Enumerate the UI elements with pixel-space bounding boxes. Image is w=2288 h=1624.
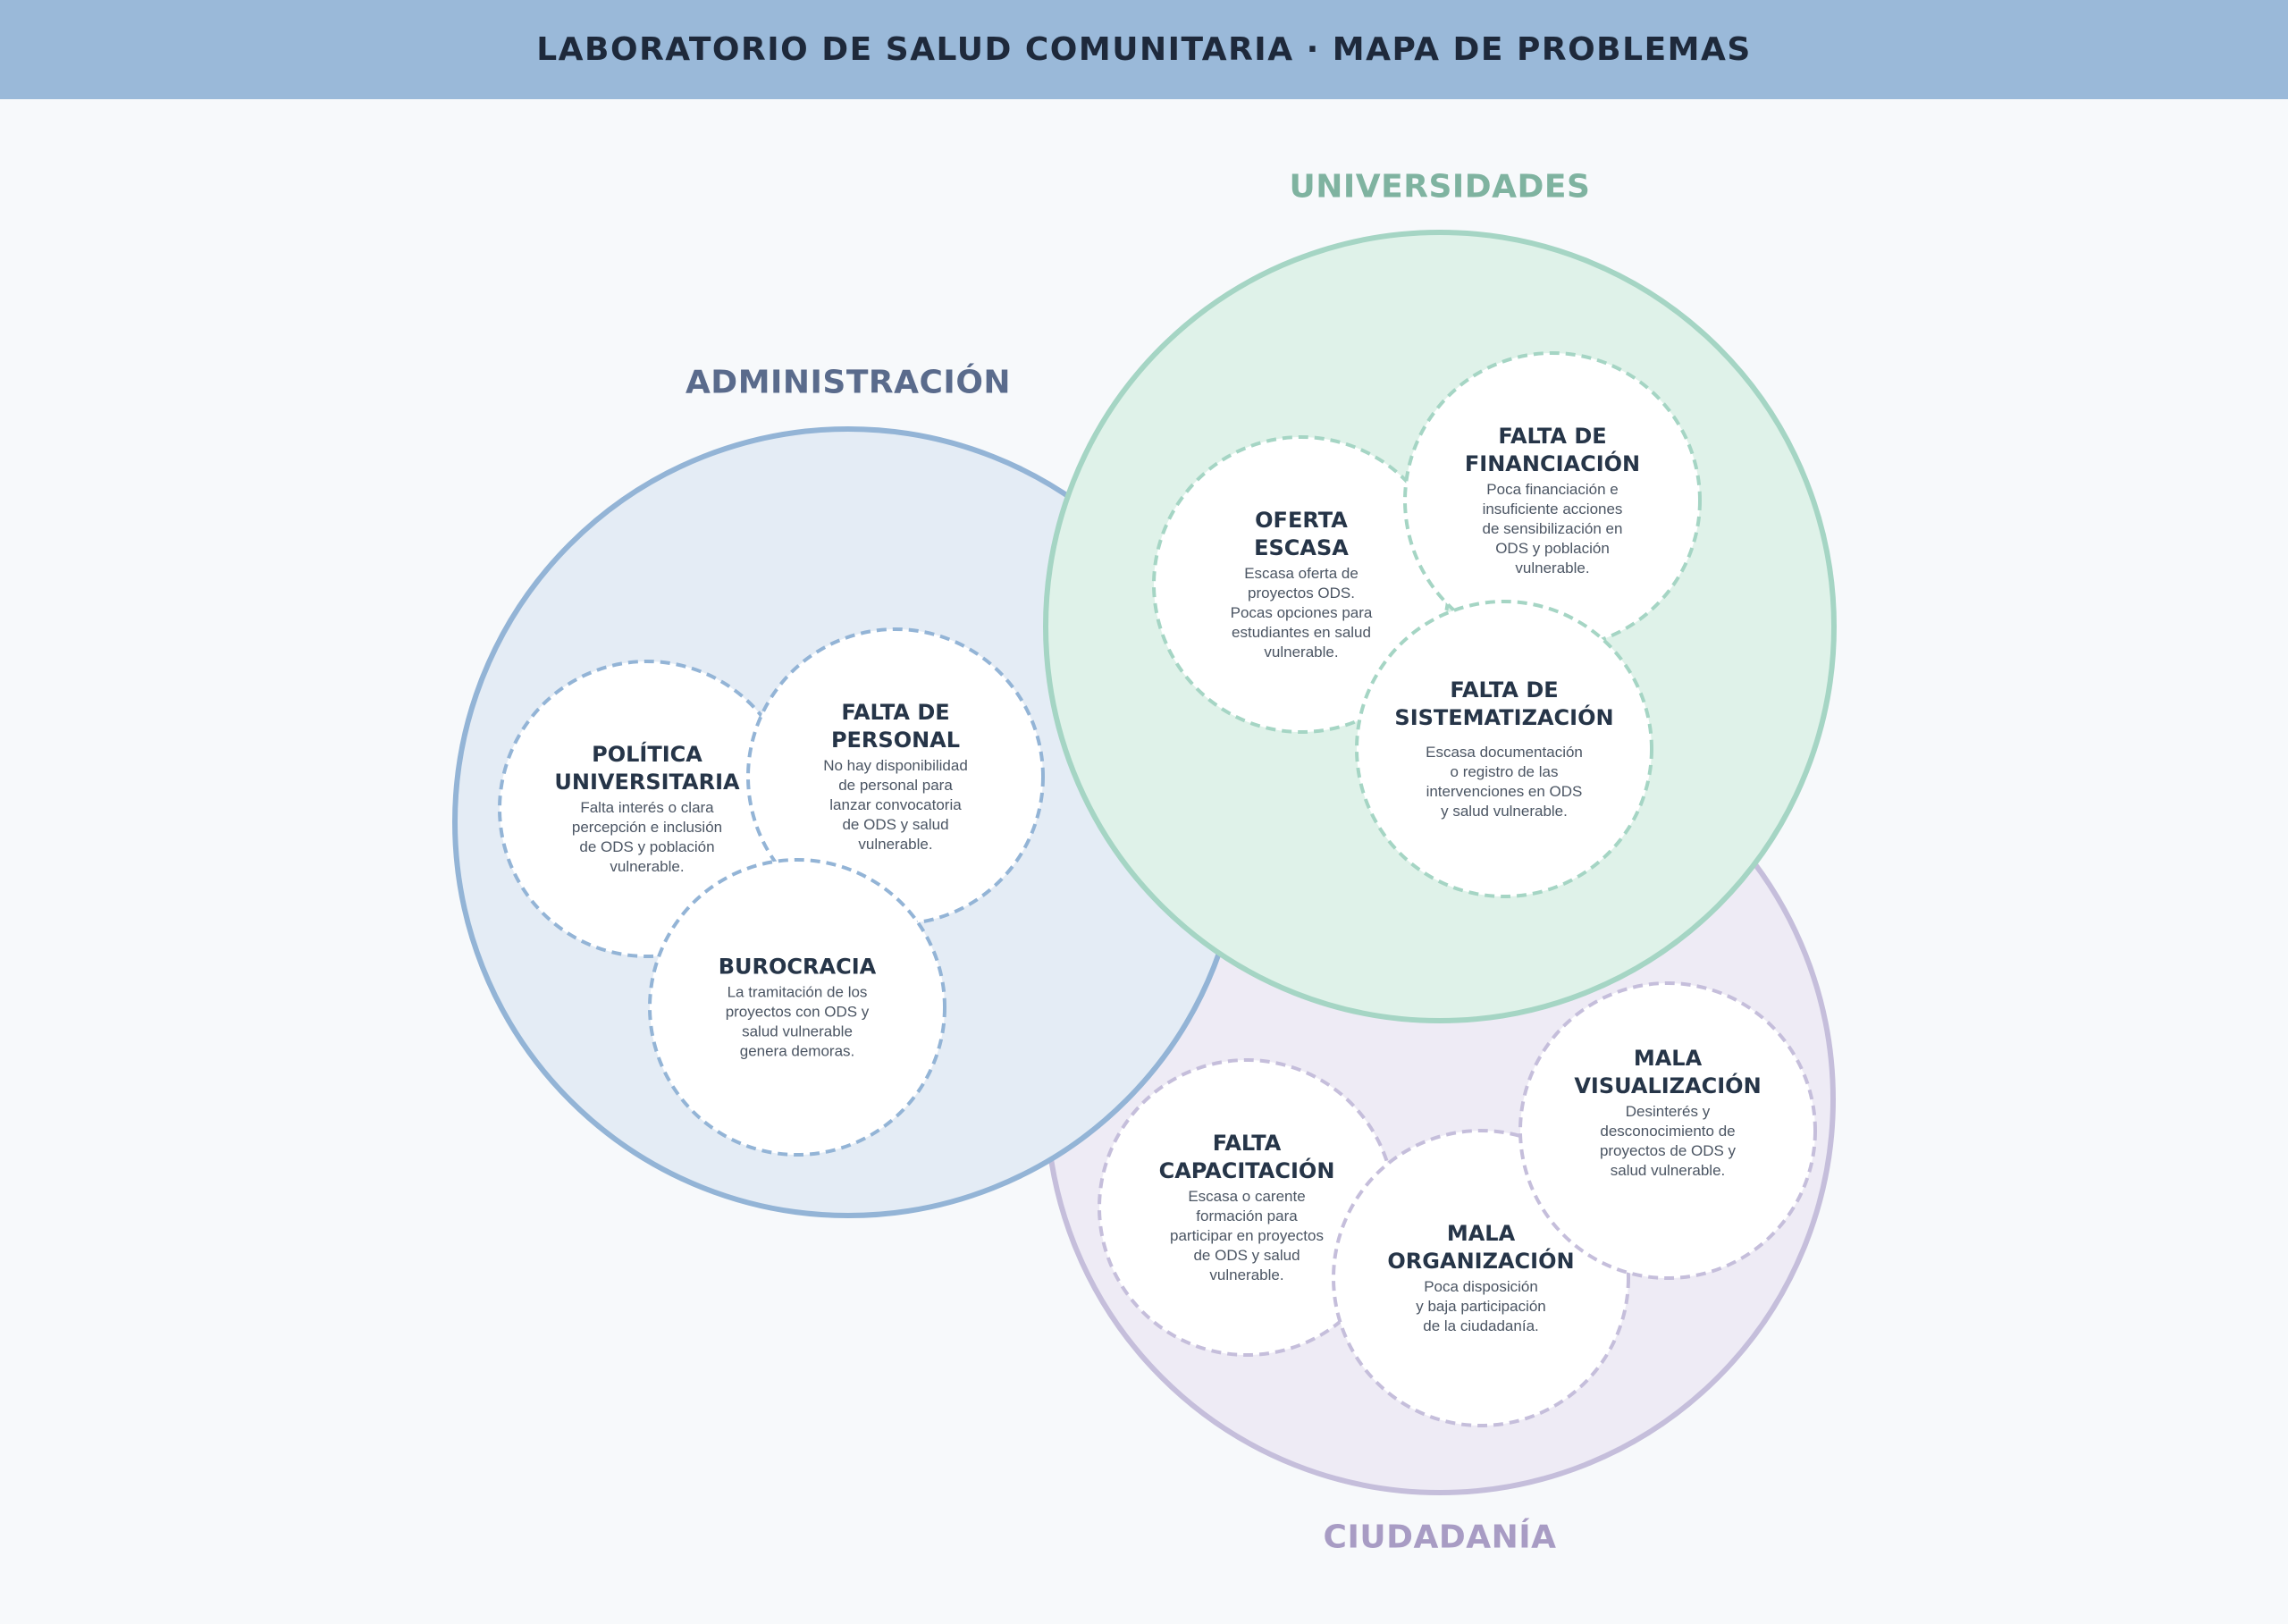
problem-circle (1518, 981, 1817, 1280)
group-label-ciudadania: CIUDADANÍA (1323, 1519, 1557, 1556)
problem-description: No hay disponibilidad de personal para l… (823, 757, 968, 853)
problem-title: MALA ORGANIZACIÓN (1387, 1221, 1575, 1274)
problem-circle (648, 858, 946, 1157)
problem-description: La tramitación de los proyectos con ODS … (725, 983, 870, 1060)
problem-description: Escasa documentación o registro de las i… (1426, 744, 1583, 820)
problem-circle (1355, 600, 1653, 898)
group-label-universidades: UNIVERSIDADES (1289, 168, 1591, 206)
problem-falta-de-sistematizacion: FALTA DE SISTEMATIZACIÓN Escasa document… (1384, 677, 1625, 821)
page-title: LABORATORIO DE SALUD COMUNITARIA · MAPA … (536, 31, 1752, 68)
problem-mala-visualizacion: MALA VISUALIZACIÓN Desinterés y desconoc… (1556, 1045, 1779, 1181)
problem-title: POLÍTICA UNIVERSITARIA (554, 742, 740, 795)
problem-title: FALTA DE FINANCIACIÓN (1464, 424, 1641, 476)
problem-title: MALA VISUALIZACIÓN (1574, 1046, 1762, 1098)
problem-politica-universitaria: POLÍTICA UNIVERSITARIA Falta interés o c… (544, 741, 750, 877)
problem-burocracia: BUROCRACIA La tramitación de los proyect… (694, 954, 900, 1062)
header-bar: LABORATORIO DE SALUD COMUNITARIA · MAPA … (0, 0, 2288, 99)
problem-description: Escasa oferta de proyectos ODS. Pocas op… (1230, 565, 1373, 661)
problem-oferta-escasa: OFERTA ESCASA Escasa oferta de proyectos… (1199, 507, 1404, 662)
group-label-administracion: ADMINISTRACIÓN (685, 364, 1012, 401)
problem-falta-de-financiacion: FALTA DE FINANCIACIÓN Poca financiación … (1441, 423, 1664, 578)
problem-title: BUROCRACIA (718, 954, 877, 980)
problem-title: FALTA CAPACITACIÓN (1158, 1131, 1335, 1183)
problem-description: Poca financiación e insuficiente accione… (1482, 481, 1623, 576)
problem-falta-capacitacion: FALTA CAPACITACIÓN Escasa o carente form… (1135, 1130, 1358, 1285)
problem-description: Escasa o carente formación para particip… (1170, 1188, 1324, 1283)
problem-title: FALTA DE PERSONAL (830, 700, 961, 753)
problem-falta-de-personal: FALTA DE PERSONAL No hay disponibilidad … (793, 699, 998, 854)
problem-description: Desinterés y desconocimiento de proyecto… (1599, 1103, 1737, 1179)
problem-description: Poca disposición y baja participación de… (1416, 1278, 1546, 1334)
problem-title: FALTA DE SISTEMATIZACIÓN (1394, 677, 1614, 730)
problem-mala-organizacion: MALA ORGANIZACIÓN Poca disposición y baj… (1369, 1220, 1593, 1336)
problem-description: Falta interés o clara percepción e inclu… (571, 799, 723, 875)
problem-title: OFERTA ESCASA (1254, 508, 1349, 560)
